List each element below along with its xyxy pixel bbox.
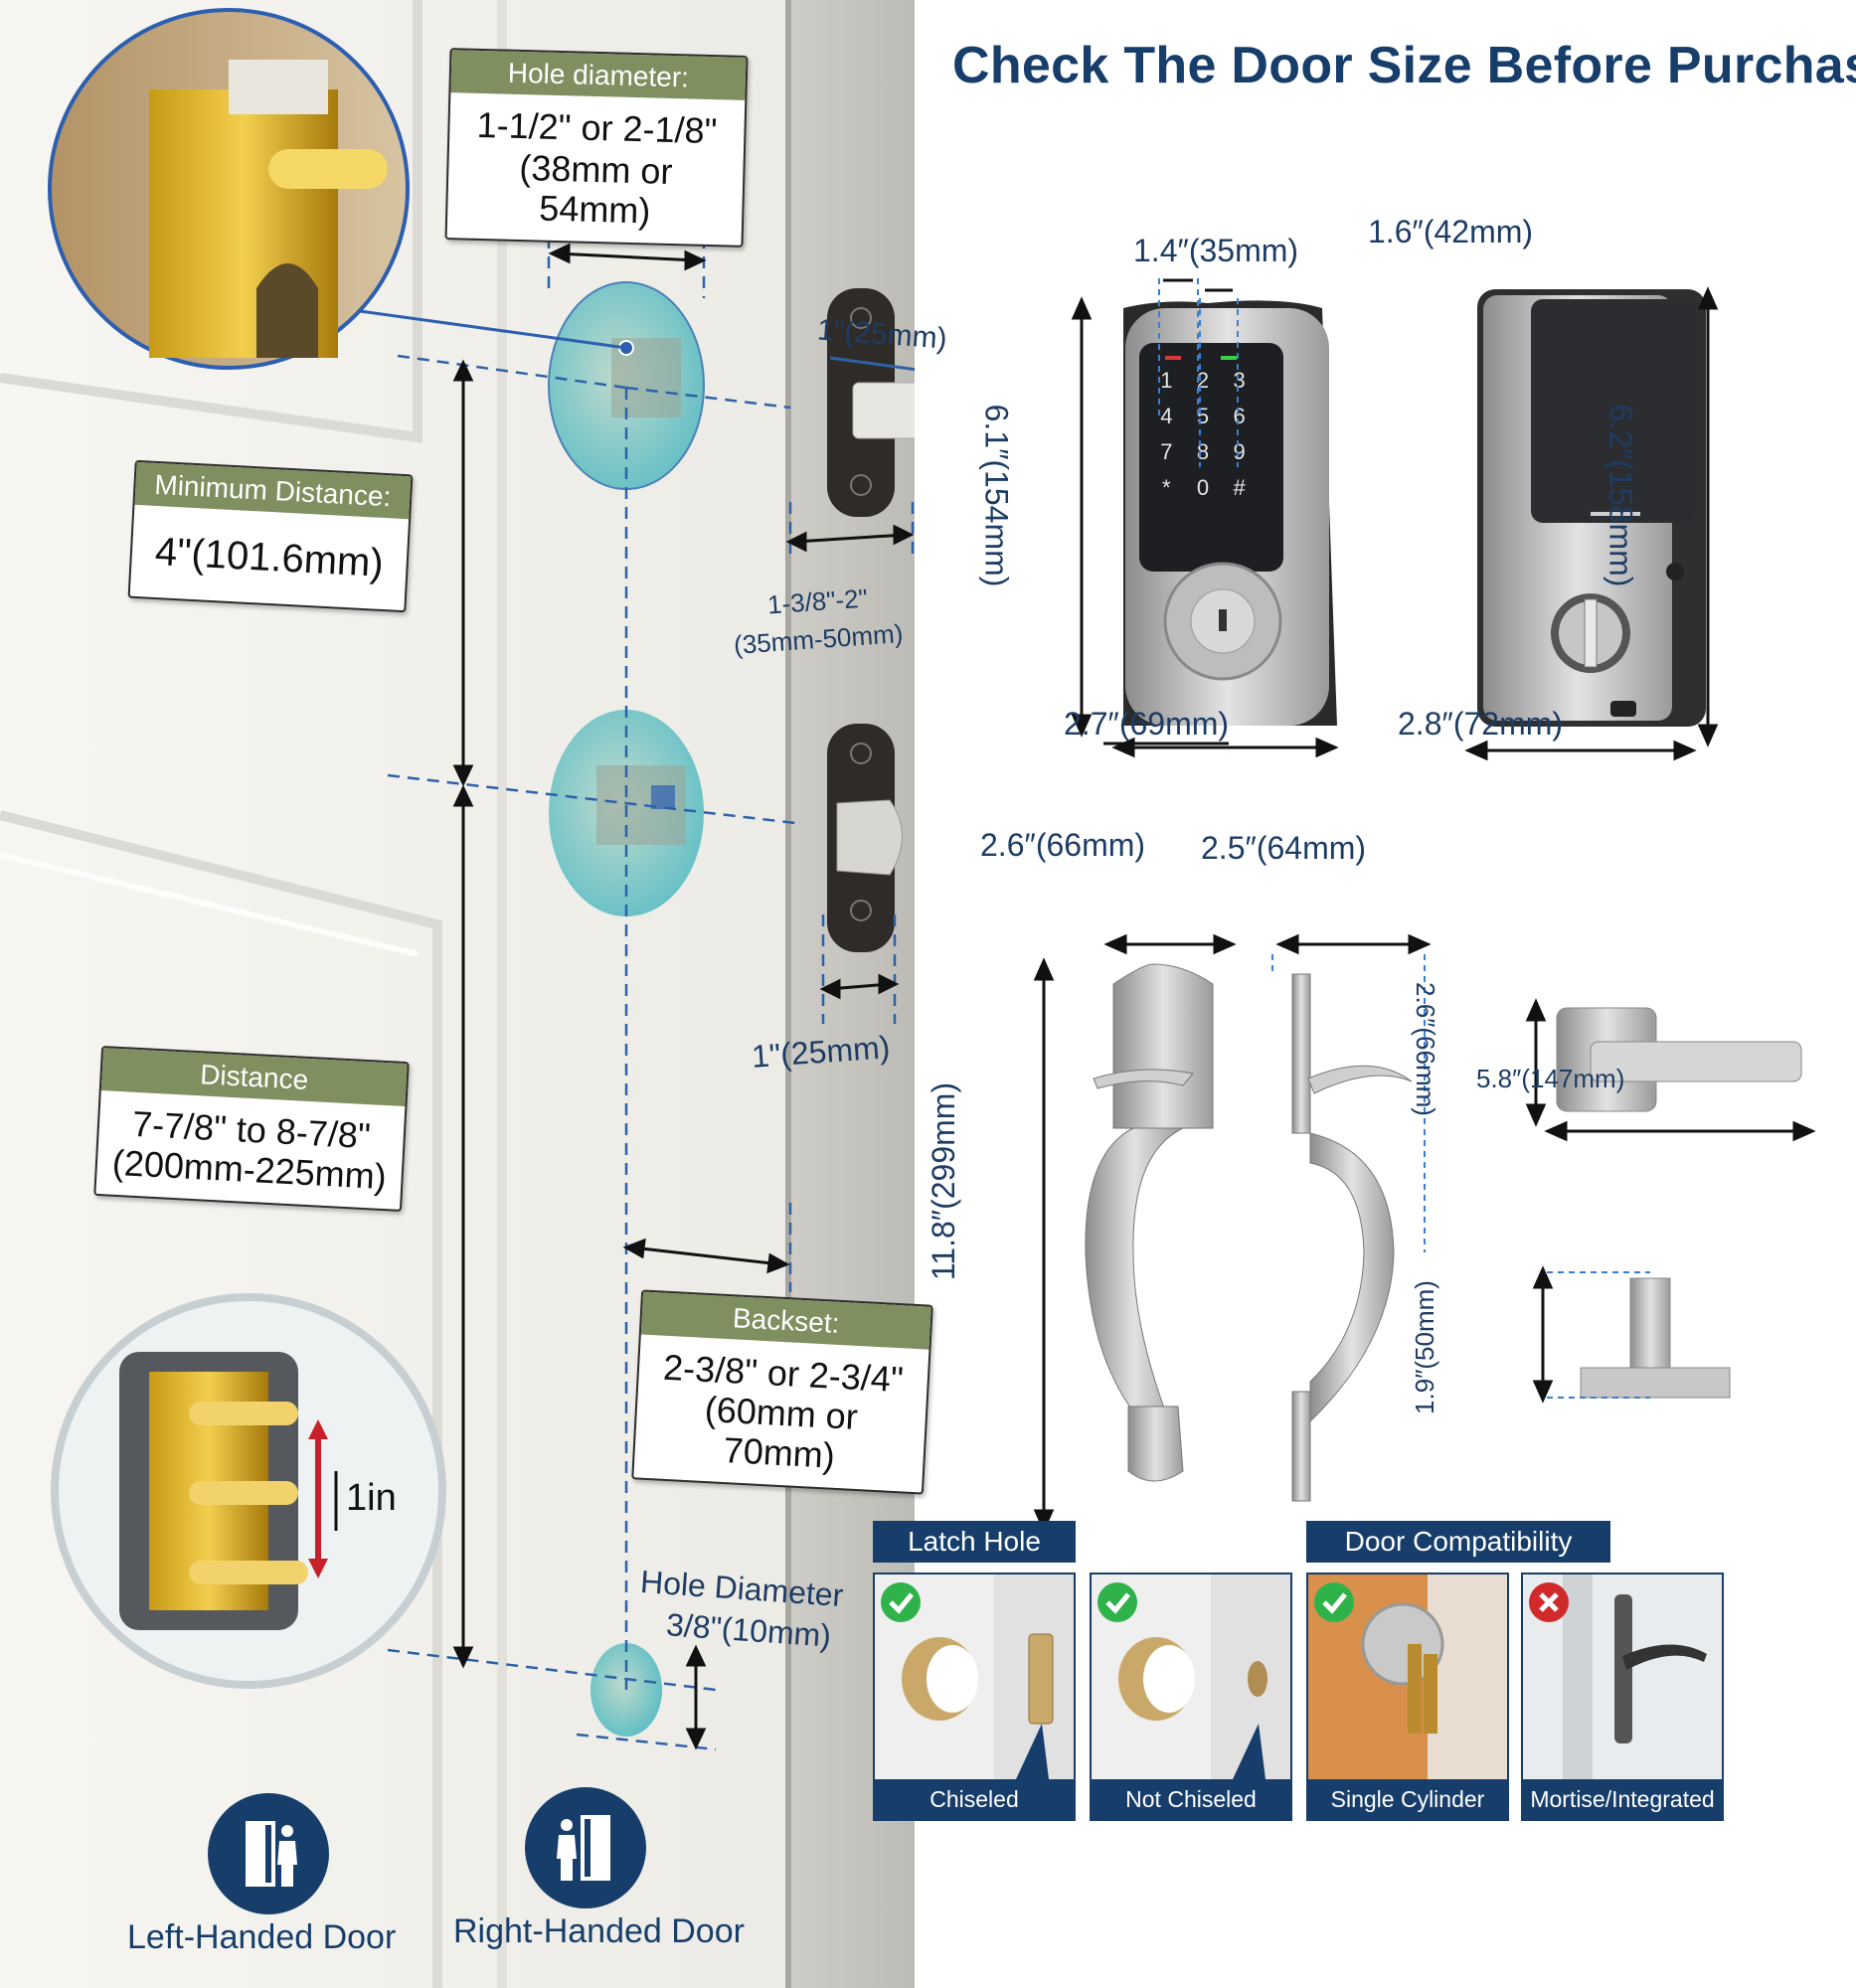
- right-handed-door-icon: [525, 1787, 646, 1908]
- front-lock-depth-label: 1.4″(35mm): [1133, 233, 1299, 268]
- lever-handle: [1556, 1007, 1802, 1112]
- lever-length-label: 5.8″(147mm): [1476, 1064, 1625, 1093]
- minimum-distance-card: Minimum Distance: 4"(101.6mm): [127, 459, 414, 613]
- front-keypad-lock: [1123, 300, 1337, 726]
- front-lock-width-label: 2.7″(69mm): [1064, 706, 1230, 742]
- key-7[interactable]: 7: [1160, 439, 1173, 464]
- page-title: Check The Door Size Before Purchase: [952, 37, 1856, 94]
- back-interior-lock: [1477, 289, 1706, 727]
- handleset-front-width-label: 2.6″(66mm): [980, 827, 1146, 863]
- key-1[interactable]: 1: [1160, 368, 1173, 393]
- back-lock-height-label: 6.2″(158mm): [1603, 404, 1639, 587]
- hole-diameter-heading: Hole diameter:: [450, 50, 747, 100]
- door-illustration: [0, 0, 915, 1988]
- backset-card: Backset: 2-3/8" or 2-3/4" (60mm or 70mm): [631, 1289, 933, 1495]
- key-9[interactable]: 9: [1233, 439, 1246, 464]
- hole-diameter-card: Hole diameter: 1-1/2" or 2-1/8" (38mm or…: [444, 48, 749, 248]
- minimum-distance-value: 4"(101.6mm): [153, 529, 385, 585]
- distance-card: Distance 7-7/8" to 8-7/8" (200mm-225mm): [93, 1045, 410, 1213]
- spec-dimension-lines: [1033, 278, 1816, 1533]
- chiseled-card: Chiseled: [873, 1573, 1076, 1821]
- key-4[interactable]: 4: [1160, 404, 1173, 428]
- hole-diameter-value-1: 1-1/2" or 2-1/8": [476, 103, 718, 152]
- thumbturn: [1580, 1277, 1731, 1399]
- handleset-height-label: 11.8″(299mm): [926, 1081, 962, 1281]
- hole-diameter-value-2: (38mm or 54mm): [518, 146, 673, 232]
- back-lock-depth-label: 1.6″(42mm): [1368, 214, 1534, 249]
- mortise-label: Mortise/Integrated: [1523, 1779, 1722, 1819]
- back-lock-width-label: 2.8″(72mm): [1398, 706, 1564, 742]
- left-handed-door-icon: [208, 1793, 329, 1914]
- backset-value-2: (60mm or 70mm): [703, 1388, 859, 1476]
- chiseled-label: Chiseled: [875, 1779, 1074, 1819]
- thumbturn-height-label: 1.9″(50mm): [1409, 1280, 1439, 1414]
- not-chiseled-card: Not Chiseled: [1090, 1573, 1292, 1821]
- key-6[interactable]: 6: [1233, 404, 1246, 428]
- door-compat-tab: Door Compatibility: [1306, 1521, 1610, 1563]
- single-cylinder-label: Single Cylinder: [1308, 1779, 1507, 1819]
- latch-hole-tab: Latch Hole: [873, 1521, 1076, 1563]
- lever-height-label: 2.6″(66mm): [1410, 982, 1440, 1116]
- latch-travel-label: 1in: [346, 1477, 397, 1519]
- right-handed-door-label: Right-Handed Door: [453, 1912, 745, 1950]
- left-handed-door-label: Left-Handed Door: [127, 1918, 397, 1956]
- handleset-depth-label: 2.5″(64mm): [1201, 830, 1367, 866]
- key-hash[interactable]: #: [1233, 475, 1246, 500]
- key-0[interactable]: 0: [1196, 475, 1210, 500]
- single-cylinder-card: Single Cylinder: [1306, 1573, 1509, 1821]
- mortise-card: Mortise/Integrated: [1521, 1573, 1724, 1821]
- handleset: [1085, 963, 1413, 1502]
- front-lock-height-label: 6.1″(154mm): [978, 404, 1015, 587]
- key-3[interactable]: 3: [1233, 368, 1246, 393]
- key-star[interactable]: *: [1162, 475, 1171, 500]
- not-chiseled-label: Not Chiseled: [1092, 1779, 1290, 1819]
